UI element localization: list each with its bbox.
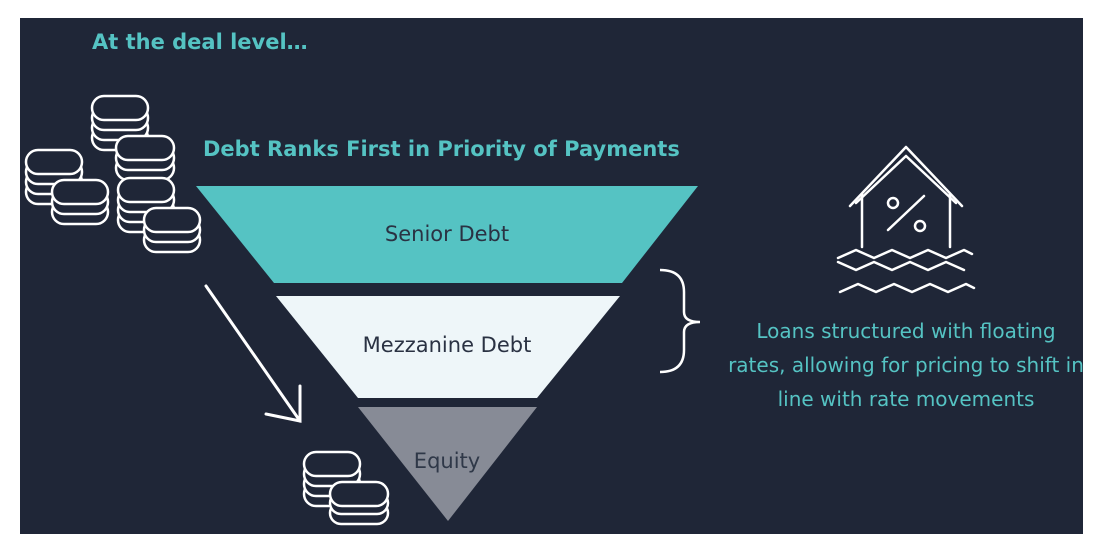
- coin-stack-icon: [302, 450, 390, 526]
- tier-mezzanine-debt: [276, 296, 620, 398]
- coin-stack-icon: [24, 94, 202, 254]
- tier-label-mezzanine: Mezzanine Debt: [362, 333, 532, 357]
- right-brace-icon: [659, 268, 701, 374]
- tier-label-equity: Equity: [413, 449, 481, 473]
- funnel-title: Debt Ranks First in Priority of Payments: [203, 137, 680, 161]
- floating-rate-note: Loans structured with floating rates, al…: [728, 319, 1084, 411]
- tier-label-senior: Senior Debt: [384, 222, 510, 246]
- arrow-down-right-icon: [204, 284, 302, 423]
- page-heading: At the deal level…: [92, 30, 308, 54]
- house-percent-icon: [836, 145, 976, 294]
- tier-senior-debt: [196, 186, 698, 283]
- tier-equity: [358, 407, 537, 521]
